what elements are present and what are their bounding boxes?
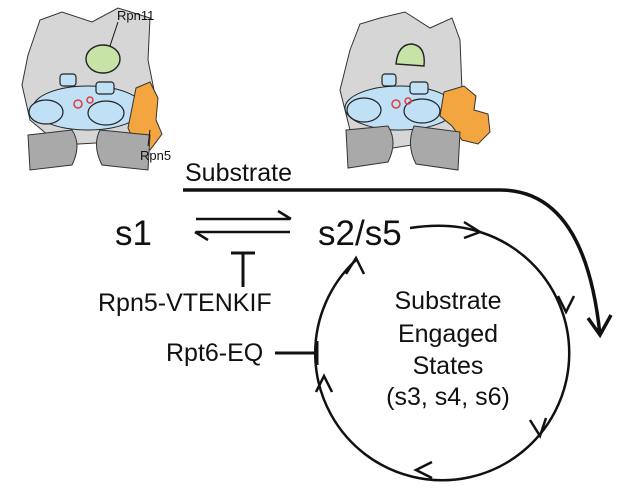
ring-segment [87,100,125,126]
rpn5-leader [147,129,151,147]
engaged-label-line4: (s3, s4, s6) [386,383,510,411]
ring-segment [95,81,115,95]
proteasome-cartoon-s1: Rpn11 Rpn5 [21,7,171,171]
rpn5-vtenkif-label: Rpn5-VTENKIF [98,289,272,317]
ring-segment [59,73,77,87]
cycle-circle [313,230,571,482]
cycle-arrowhead [556,295,576,315]
rpn11-label: Rpn11 [117,8,154,23]
rpn5-subunit [439,85,491,145]
ring-segment [403,98,441,124]
rpn5-label: Rpn5 [140,148,171,163]
active-site-marker [391,99,401,109]
engaged-label-line3: States [413,352,484,380]
substrate-arrowhead [586,314,613,339]
cycle-arrowhead [314,373,334,393]
engaged-label-line2: Engaged [398,320,498,348]
cycle-arrowhead [344,255,366,275]
active-site-marker [404,97,412,105]
ring-segment [409,81,429,95]
substrate-label: Substrate [185,159,292,187]
engaged-states-cycle [313,220,576,482]
reverse-arrow-hook [194,230,209,242]
state-s1-label: s1 [115,214,152,253]
rpn11-subunit [395,43,425,67]
ring-segment [381,73,397,87]
core-particle [345,125,461,171]
forward-arrow-hook [277,209,292,221]
ring-segment [28,99,64,125]
state-s2-s5-label: s2/s5 [318,214,402,253]
rpn11-leader [109,21,119,47]
cycle-arrowhead [413,460,433,480]
active-site-marker [86,96,94,104]
cycle-arrowhead [528,417,548,439]
rpn11-subunit [85,44,121,74]
substrate-arrow [183,188,602,336]
active-site-marker [73,99,83,109]
equilibrium-arrows [194,209,292,242]
proteasome-cartoon-s2 [339,11,491,171]
core-particle [27,129,151,171]
rpt6-eq-label: Rpt6-EQ [166,339,263,367]
rpn5-subunit [127,81,163,151]
ring-segment [346,97,382,123]
engaged-label-line1: Substrate [394,287,501,315]
cycle-arc-top [409,224,481,234]
